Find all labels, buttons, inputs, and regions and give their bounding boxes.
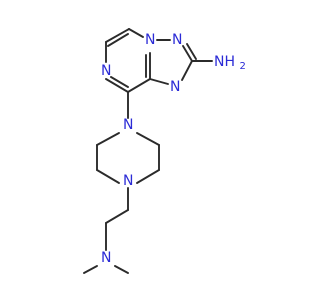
atom-layer: N N N N NH 2 N N N	[101, 32, 246, 266]
bond-n-top-to-c2	[182, 45, 193, 62]
atom-n-triazole-bottom: N	[170, 79, 180, 95]
bond-pyrazine-top-inner	[107, 33, 129, 47]
bond-dimethyl-right	[114, 265, 129, 274]
atom-n-bridge: N	[145, 32, 155, 48]
bond-layer	[83, 28, 213, 274]
atom-n-piperazine-bottom: N	[123, 173, 133, 189]
bond-n-bottom-to-fusion	[149, 78, 169, 85]
bond-piperazine-bottom-left	[96, 169, 120, 184]
atom-nh2-subscript: 2	[239, 61, 245, 72]
bond-dimethyl-left	[83, 265, 98, 274]
molecule-structure-canvas: N N N N NH 2 N N N	[83, 28, 246, 274]
bond-pyrazine-left-lower-inner	[110, 76, 129, 88]
bond-pyrazine-left-lower	[105, 78, 129, 93]
bond-piperazine-top-left	[96, 132, 120, 146]
atom-n-triazole-top: N	[172, 32, 182, 48]
atom-n-pyrazine: N	[101, 63, 111, 79]
bond-n-top-to-c2-inner	[186, 43, 197, 60]
bond-piperazine-top-right	[136, 132, 160, 146]
bond-c2-to-n-bottom	[181, 60, 193, 81]
bond-pyrazine-to-bridge	[128, 28, 144, 38]
bond-chain-middle	[105, 209, 129, 224]
atom-nh2-label: NH	[214, 54, 235, 70]
bond-pyrazine-top	[105, 28, 130, 43]
atom-nh2: NH 2	[214, 54, 246, 72]
molecule-svg: N N N N NH 2 N N N	[83, 28, 246, 274]
bond-piperazine-bottom-right	[136, 169, 160, 184]
bond-fusion-lower	[127, 78, 151, 93]
atom-n-piperazine-top: N	[123, 117, 133, 133]
atom-n-dimethyl: N	[101, 250, 111, 266]
